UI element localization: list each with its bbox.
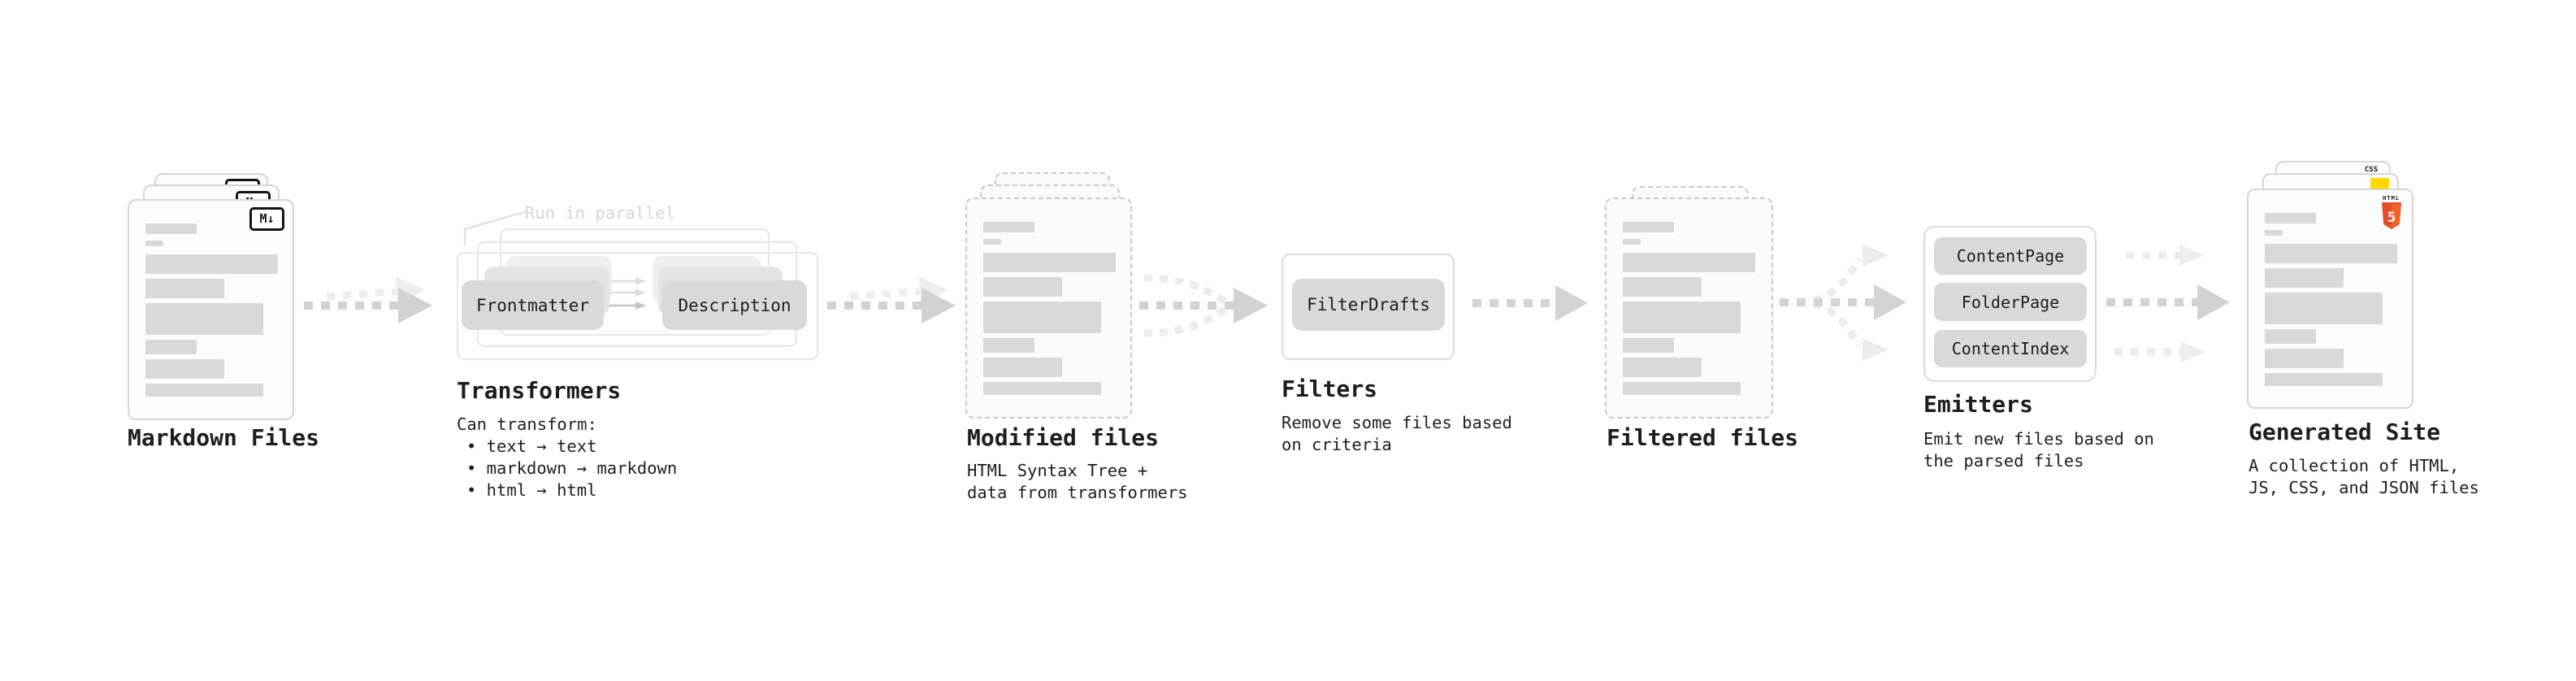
filters-desc-1: Remove some files based — [1281, 413, 1512, 432]
transformers-bullet-1: • text → text — [466, 436, 597, 456]
filtered-files-label: Filtered files — [1607, 424, 1799, 451]
emitters-desc-2: the parsed files — [1923, 451, 2084, 471]
folderpage-step: FolderPage — [1934, 283, 2087, 321]
arrow-filtered-to-emitters — [1780, 244, 1906, 361]
js-file-icon — [2370, 178, 2389, 190]
transformers-bullet-3: • html → html — [466, 480, 597, 500]
contentpage-step: ContentPage — [1934, 237, 2087, 275]
site-file-card-html: HTML 5 — [2247, 189, 2413, 409]
text-placeholder-bars — [145, 223, 278, 397]
text-placeholder-bars — [2265, 213, 2397, 386]
modified-files-desc-2: data from transformers — [967, 483, 1188, 502]
arrow-emitters-to-site — [2106, 245, 2230, 362]
text-placeholder-bars — [983, 222, 1116, 395]
filtered-file-card-front — [1605, 197, 1773, 419]
generated-site-desc-1: A collection of HTML, — [2249, 456, 2460, 475]
transformers-label: Transformers — [457, 377, 622, 404]
arrow-modified-to-filters — [1139, 274, 1268, 337]
frontmatter-step: Frontmatter — [462, 280, 604, 330]
arrow-filters-to-filtered — [1472, 285, 1588, 321]
modified-file-card-front — [965, 197, 1132, 419]
generated-site-desc-2: JS, CSS, and JSON files — [2249, 478, 2479, 497]
modified-files-label: Modified files — [967, 424, 1160, 451]
emitters-desc-1: Emit new files based on — [1923, 429, 2154, 449]
markdown-files-label: Markdown Files — [128, 424, 320, 451]
text-placeholder-bars — [1623, 222, 1755, 395]
html5-icon: HTML 5 — [2380, 195, 2402, 230]
svg-text:5: 5 — [2387, 210, 2395, 226]
generated-site-label: Generated Site — [2249, 419, 2441, 445]
markdown-icon: M↓ — [249, 207, 284, 231]
modified-files-desc-1: HTML Syntax Tree + — [967, 461, 1148, 480]
arrow-transformers-to-modified — [827, 276, 956, 323]
filters-desc-2: on criteria — [1281, 435, 1392, 454]
emitters-label: Emitters — [1923, 391, 2033, 418]
markdown-file-card-front: M↓ — [128, 199, 294, 420]
filterdrafts-step: FilterDrafts — [1292, 279, 1445, 331]
transformers-desc-title: Can transform: — [457, 414, 597, 434]
arrow-markdown-to-transformers — [304, 276, 432, 323]
contentindex-step: ContentIndex — [1934, 330, 2087, 367]
description-step: Description — [662, 280, 807, 330]
filters-label: Filters — [1281, 375, 1378, 402]
parallel-arrows-icon — [609, 277, 646, 310]
transformer-run-box-front — [457, 252, 818, 360]
transformers-bullet-2: • markdown → markdown — [466, 458, 678, 478]
run-in-parallel-annotation: Run in parallel — [525, 203, 676, 223]
annotation-callout-line — [463, 210, 527, 245]
